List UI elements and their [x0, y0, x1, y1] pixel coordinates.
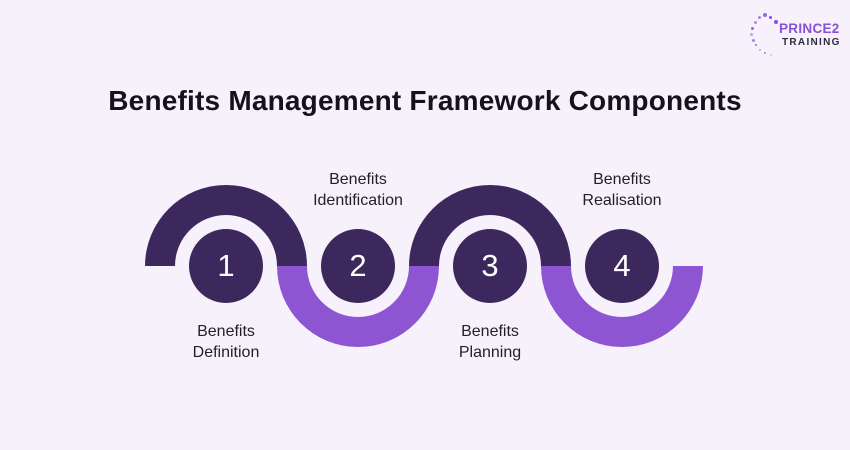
arc-top-step1: [145, 185, 307, 266]
logo-text: PRINCE2 TRAINING: [779, 22, 841, 49]
step-label-benefits-realisation: Benefits Realisation: [582, 171, 662, 209]
step-circle-4: 4: [585, 229, 659, 303]
step-circle-3: 3: [453, 229, 527, 303]
logo-brand-name: PRINCE2: [779, 20, 840, 36]
step-circle-1: 1: [189, 229, 263, 303]
step-label-benefits-definition: Benefits Definition: [192, 323, 260, 361]
logo-brand-subtitle: TRAINING: [782, 37, 841, 49]
arc-bottom-step2: [277, 266, 439, 347]
prince2-training-logo: PRINCE2 TRAINING: [750, 11, 840, 59]
step-number-1: 1: [217, 248, 235, 283]
step-label-benefits-identification: Benefits Identification: [313, 171, 403, 209]
arc-bottom-step4: [541, 266, 703, 347]
step-label-benefits-planning: Benefits Planning: [458, 323, 522, 361]
step-circle-2: 2: [321, 229, 395, 303]
logo-dots-swirl-icon: [750, 12, 778, 58]
step-number-4: 4: [613, 248, 631, 283]
step-number-2: 2: [349, 248, 367, 283]
step-number-3: 3: [481, 248, 499, 283]
page-title: Benefits Management Framework Components: [108, 85, 742, 116]
arc-top-step3: [409, 185, 571, 266]
